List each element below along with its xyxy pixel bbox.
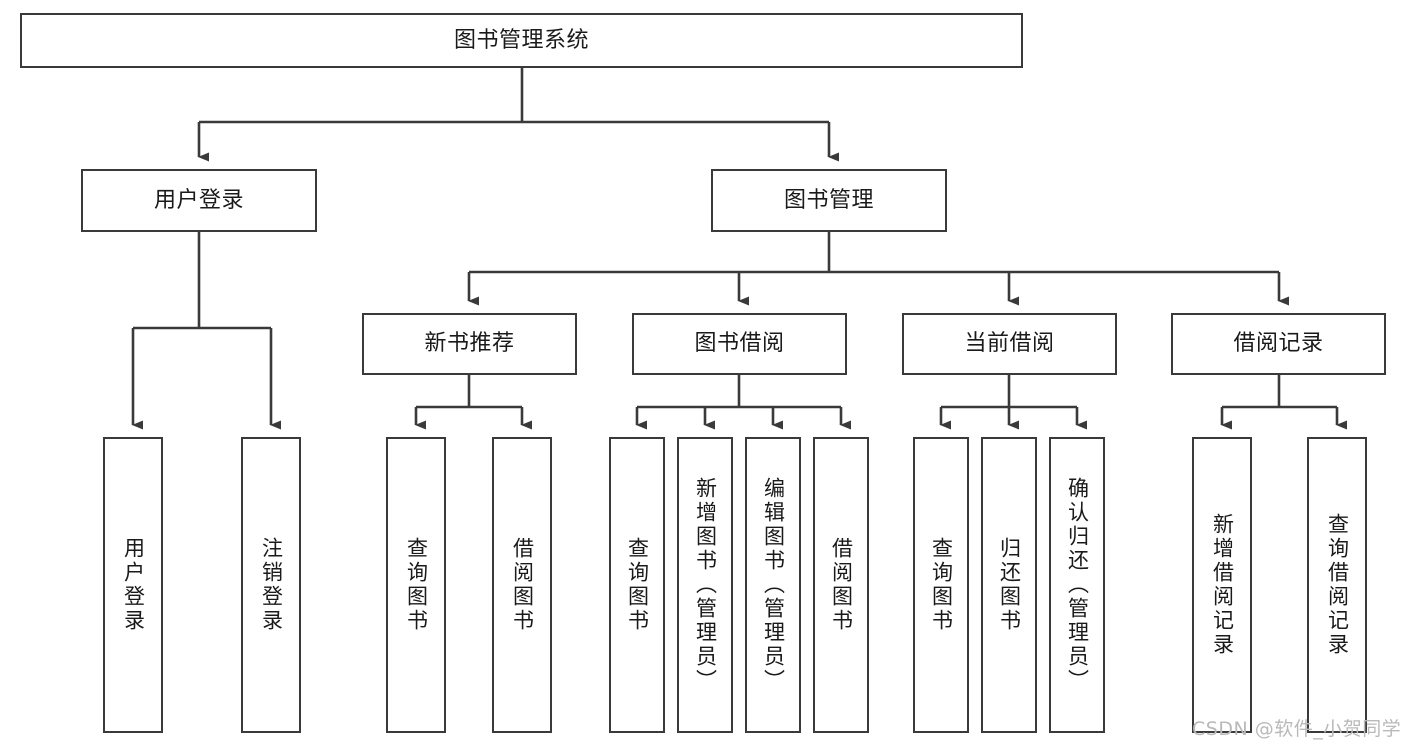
leaf-new-book-query[interactable]: 查询图书 — [386, 437, 446, 733]
node-new-book-recommend[interactable]: 新书推荐 — [362, 313, 577, 375]
node-label: 借阅图书 — [829, 537, 854, 633]
node-current-borrow[interactable]: 当前借阅 — [902, 313, 1117, 375]
node-book-borrow[interactable]: 图书借阅 — [632, 313, 847, 375]
node-label: 新增图书（管理员） — [693, 477, 718, 693]
node-label: 借阅记录 — [1233, 331, 1324, 357]
node-label: 新书推荐 — [424, 331, 515, 357]
leaf-borrow-record-query[interactable]: 查询借阅记录 — [1307, 437, 1367, 733]
leaf-book-borrow-add[interactable]: 新增图书（管理员） — [677, 437, 733, 733]
node-label: 图书借阅 — [694, 331, 785, 357]
node-label: 查询图书 — [404, 537, 429, 633]
leaf-book-borrow-query[interactable]: 查询图书 — [609, 437, 665, 733]
leaf-book-borrow-edit[interactable]: 编辑图书（管理员） — [745, 437, 801, 733]
node-label: 确认归还（管理员） — [1065, 477, 1090, 693]
node-label: 查询图书 — [929, 537, 954, 633]
leaf-user-login-login[interactable]: 用户登录 — [103, 437, 163, 733]
node-label: 注销登录 — [259, 537, 284, 633]
leaf-current-borrow-query[interactable]: 查询图书 — [913, 437, 969, 733]
leaf-user-login-logout[interactable]: 注销登录 — [241, 437, 301, 733]
node-label: 借阅图书 — [510, 537, 535, 633]
leaf-book-borrow-borrow[interactable]: 借阅图书 — [813, 437, 869, 733]
node-label: 归还图书 — [997, 537, 1022, 633]
leaf-current-borrow-confirm-return[interactable]: 确认归还（管理员） — [1049, 437, 1105, 733]
node-label: 查询图书 — [625, 537, 650, 633]
node-user-login[interactable]: 用户登录 — [81, 169, 317, 232]
node-borrow-record[interactable]: 借阅记录 — [1171, 313, 1386, 375]
node-book-management-system[interactable]: 图书管理系统 — [20, 13, 1023, 68]
leaf-current-borrow-return[interactable]: 归还图书 — [981, 437, 1037, 733]
node-label: 用户登录 — [121, 537, 146, 633]
node-book-management[interactable]: 图书管理 — [711, 169, 947, 232]
leaf-borrow-record-add[interactable]: 新增借阅记录 — [1192, 437, 1252, 733]
node-label: 编辑图书（管理员） — [761, 477, 786, 693]
node-label: 图书管理系统 — [453, 27, 589, 53]
node-label: 当前借阅 — [964, 331, 1055, 357]
csdn-watermark: CSDN @软件_小贺同学 — [1192, 718, 1402, 740]
node-label: 新增借阅记录 — [1210, 513, 1235, 657]
node-label: 查询借阅记录 — [1325, 513, 1350, 657]
node-label: 图书管理 — [783, 187, 874, 213]
leaf-new-book-borrow[interactable]: 借阅图书 — [492, 437, 552, 733]
node-label: 用户登录 — [153, 187, 244, 213]
